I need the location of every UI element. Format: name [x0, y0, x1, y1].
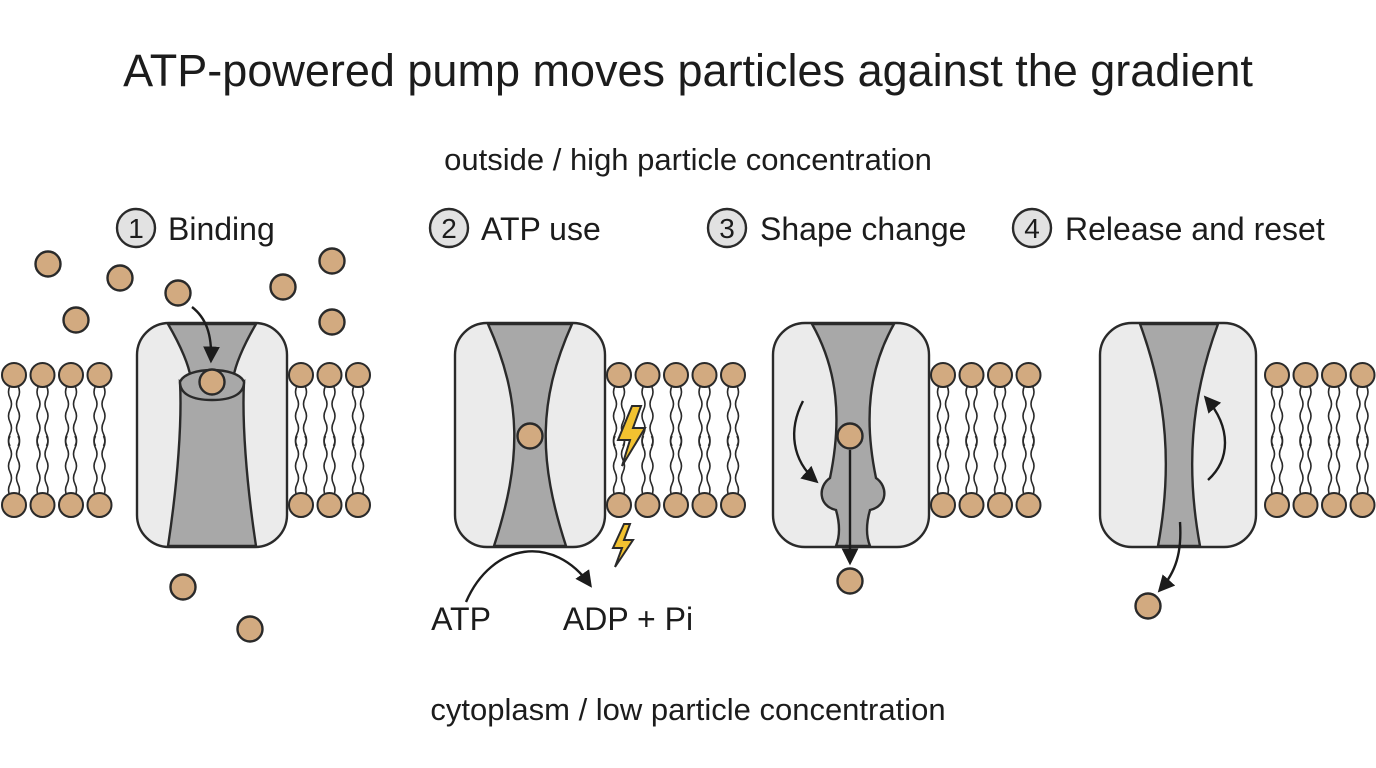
- lipid-head: [288, 492, 314, 518]
- lipid-head: [1264, 492, 1290, 518]
- particles: [34, 247, 1162, 643]
- lightning-bolt-icon: [616, 405, 647, 467]
- particle: [164, 279, 192, 307]
- particle-released: [836, 567, 864, 595]
- cytoplasm-label: cytoplasm / low particle concentration: [430, 692, 945, 727]
- lipid-head: [720, 492, 746, 518]
- lipid-bilayer: [1, 362, 1376, 518]
- binding-arrow: [191, 306, 220, 364]
- lipid-head: [86, 362, 113, 388]
- diagram-title: ATP-powered pump moves particles against…: [123, 45, 1253, 96]
- step-4-label: Release and reset: [1065, 211, 1325, 247]
- particle: [169, 573, 197, 601]
- lipid-head: [316, 362, 343, 388]
- step-3-heading: 3 Shape change: [706, 207, 966, 249]
- particle: [318, 247, 346, 275]
- particle-in-channel: [836, 422, 864, 450]
- lipid-head: [1292, 492, 1319, 518]
- lipid-head: [691, 362, 718, 388]
- step-1-label: Binding: [168, 211, 275, 247]
- lipid-head: [1349, 362, 1376, 388]
- particle-bound: [198, 368, 226, 396]
- step-2-label: ATP use: [481, 211, 601, 247]
- pump-protein-reset: [1098, 321, 1258, 549]
- step-4-heading: 4 Release and reset: [1011, 207, 1325, 249]
- lipid-head: [634, 492, 661, 518]
- particle: [34, 250, 62, 278]
- lipid-head: [1, 362, 27, 388]
- lipid-head: [1321, 492, 1347, 518]
- particle-in-channel: [516, 422, 544, 450]
- lipid-head: [1015, 362, 1042, 388]
- lipid-head: [720, 362, 746, 388]
- lipid-head: [316, 492, 343, 518]
- lipid-head: [86, 492, 113, 518]
- shape-change-arrow: [792, 400, 819, 484]
- reset-arrow: [1203, 395, 1227, 481]
- step-1-number: 1: [128, 213, 144, 244]
- lipid-head: [345, 362, 371, 388]
- lipid-head: [345, 492, 371, 518]
- pump-protein-binding: [135, 321, 289, 549]
- lipid-head: [691, 492, 718, 518]
- lipid-head: [1349, 492, 1376, 518]
- particle: [318, 308, 346, 336]
- lipid-head: [1015, 492, 1042, 518]
- lipid-head: [29, 362, 56, 388]
- particle: [236, 615, 264, 643]
- particle: [106, 264, 134, 292]
- lipid-head: [606, 362, 632, 388]
- lipid-head: [663, 362, 689, 388]
- atp-hydrolysis-arrow: [464, 550, 592, 603]
- lipid-head: [1292, 362, 1319, 388]
- lipid-head: [58, 362, 84, 388]
- particle-released: [1134, 592, 1162, 620]
- step-2-heading: 2 ATP use: [428, 207, 601, 249]
- step-3-label: Shape change: [760, 211, 966, 247]
- lipid-head: [987, 362, 1013, 388]
- step-3-number: 3: [719, 213, 735, 244]
- lipid-head: [29, 492, 56, 518]
- lightning-bolt-icon: [611, 523, 635, 568]
- lipid-head: [1264, 362, 1290, 388]
- lipid-head: [987, 492, 1013, 518]
- exit-arrow: [1157, 521, 1182, 593]
- lipid-head: [930, 492, 956, 518]
- outside-label: outside / high particle concentration: [444, 142, 932, 177]
- reactant-label: ATP: [431, 601, 491, 637]
- lipid-head: [930, 362, 956, 388]
- lipid-head: [1, 492, 27, 518]
- lipid-head: [958, 492, 985, 518]
- lipid-head: [1321, 362, 1347, 388]
- step-4-number: 4: [1024, 213, 1040, 244]
- lipid-head: [634, 362, 661, 388]
- lipid-head: [663, 492, 689, 518]
- lipid-head: [58, 492, 84, 518]
- lipid-head: [288, 362, 314, 388]
- step-1-heading: 1 Binding: [115, 207, 275, 249]
- product-label: ADP + Pi: [563, 601, 693, 637]
- lipid-head: [606, 492, 632, 518]
- lipid-head: [958, 362, 985, 388]
- motion-arrows: [191, 306, 1227, 603]
- step-2-number: 2: [441, 213, 457, 244]
- particle: [62, 306, 90, 334]
- particle: [269, 273, 297, 301]
